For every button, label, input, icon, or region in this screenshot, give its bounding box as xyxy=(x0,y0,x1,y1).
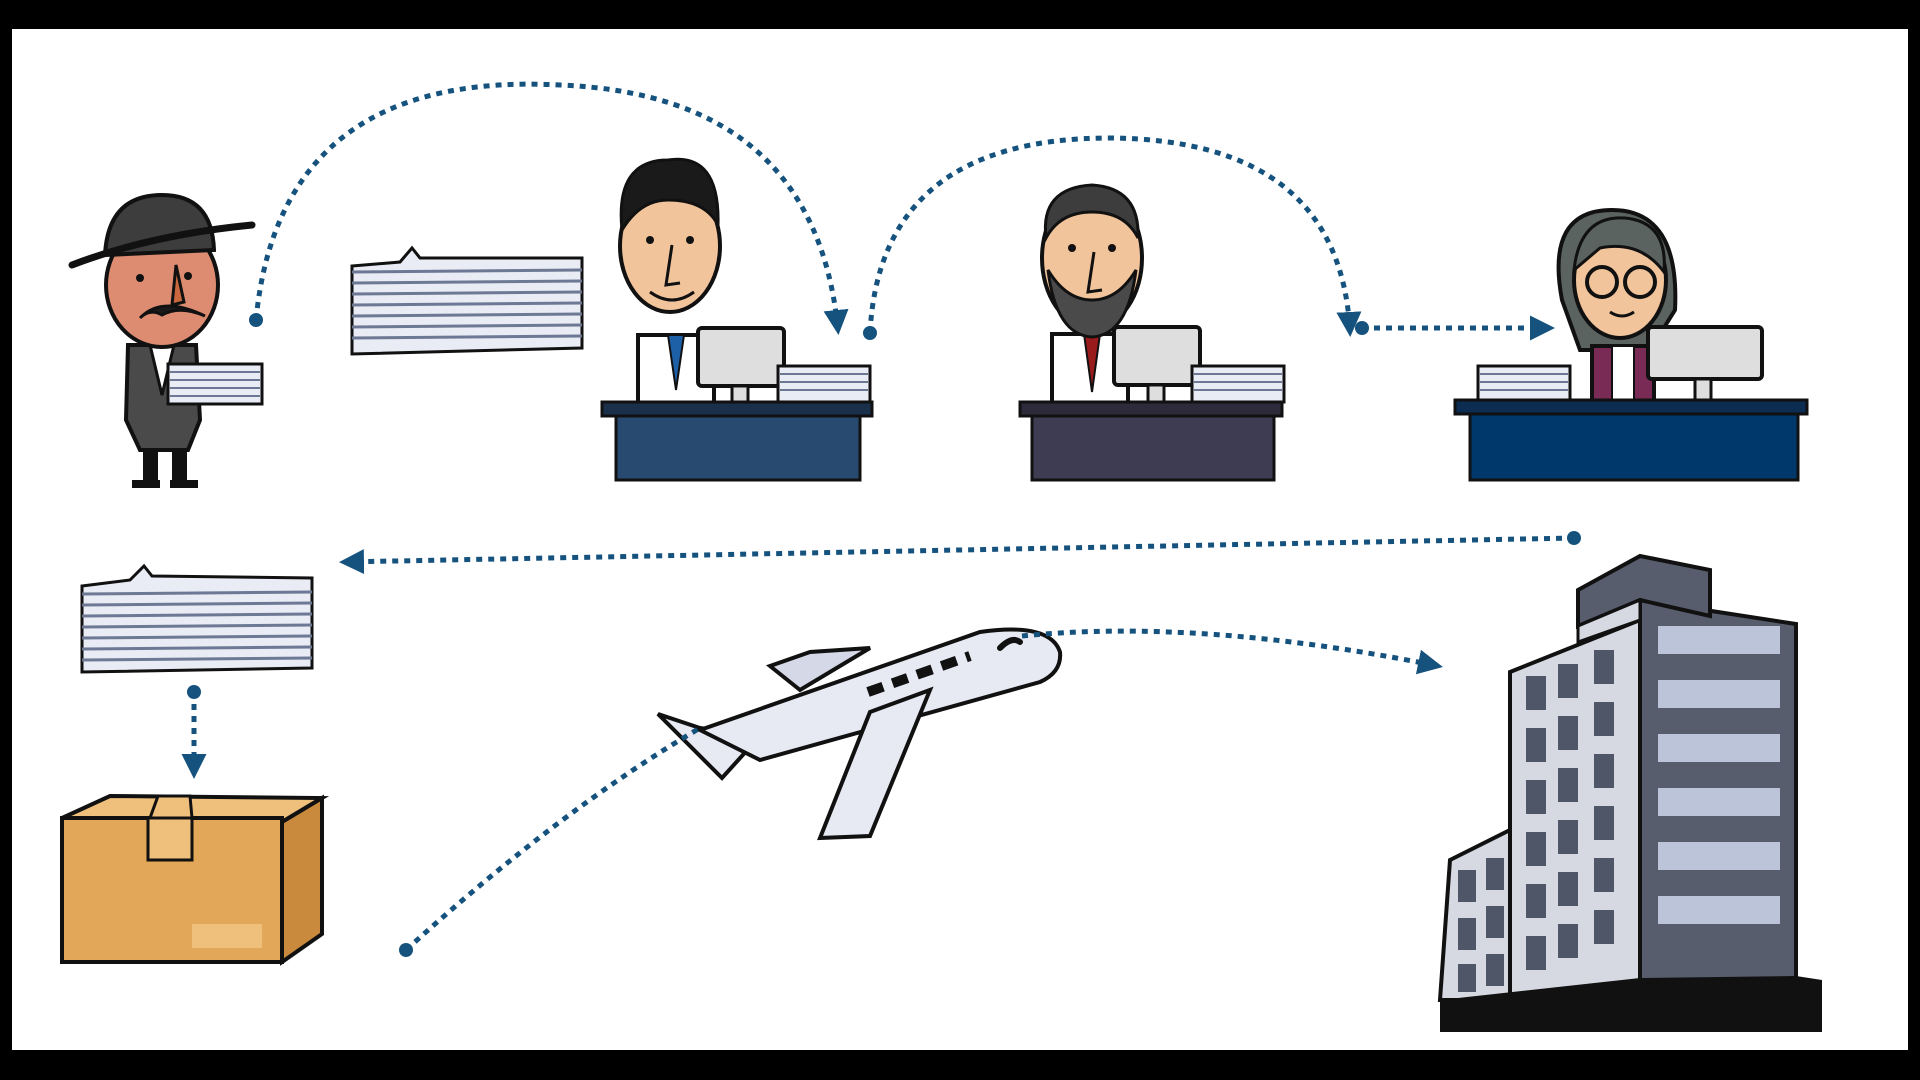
office-building-icon xyxy=(1437,553,1822,1032)
desk-documents xyxy=(776,364,872,404)
desk xyxy=(1018,400,1284,482)
flow-arrows xyxy=(181,81,1581,957)
clerk-man-icon xyxy=(600,157,874,482)
desk xyxy=(1453,398,1809,482)
document-stack-top xyxy=(350,245,584,356)
courier-icon xyxy=(68,192,264,488)
document-stack-bottom xyxy=(80,563,314,674)
airplane-icon xyxy=(656,627,1063,841)
flow-arrow-clerk-2-to-clerk-3 xyxy=(1355,315,1555,341)
desk xyxy=(600,400,874,482)
clerk-woman-icon xyxy=(1453,207,1809,482)
flow-arrow-package-to-building xyxy=(399,628,1443,957)
flow-arrow-courier-to-clerk-1 xyxy=(249,81,849,335)
flow-arrow-clerk-3-to-documents xyxy=(339,531,1581,575)
building-windows xyxy=(1458,650,1614,992)
monitor-icon xyxy=(1112,325,1202,407)
cardboard-box-icon xyxy=(60,793,330,966)
clerk-bearded-icon xyxy=(1018,183,1286,482)
flow-arrow-clerk-1-to-clerk-2 xyxy=(863,135,1362,340)
courier-documents xyxy=(166,362,264,406)
desk-documents xyxy=(1476,364,1572,404)
desk-documents xyxy=(1190,364,1286,404)
flow-arrow-documents-to-package xyxy=(181,685,207,779)
